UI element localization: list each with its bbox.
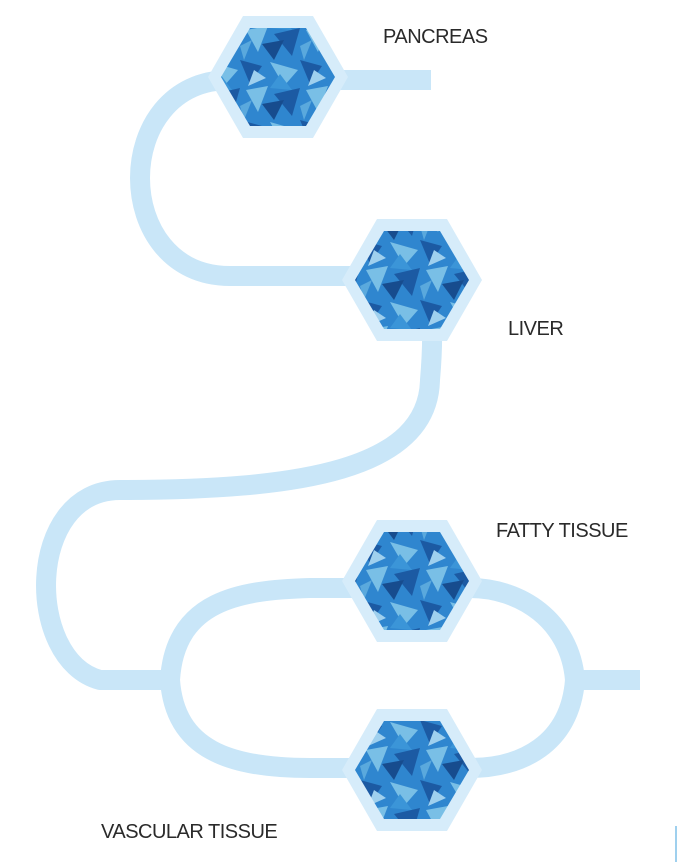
hexagon-vascular-tissue bbox=[342, 709, 482, 831]
hexagon-liver bbox=[342, 219, 482, 341]
label-vascular-tissue: VASCULAR TISSUE bbox=[101, 822, 277, 842]
hexagon-fatty-tissue bbox=[342, 520, 482, 642]
label-pancreas: PANCREAS bbox=[383, 27, 488, 47]
channel-network bbox=[46, 80, 640, 768]
edge-marker bbox=[675, 826, 677, 862]
hexagon-pancreas bbox=[208, 16, 348, 138]
label-liver: LIVER bbox=[508, 319, 563, 339]
label-fatty-tissue: FATTY TISSUE bbox=[496, 521, 628, 541]
